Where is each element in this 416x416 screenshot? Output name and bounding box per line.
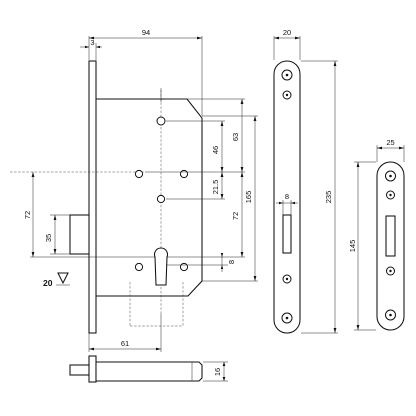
dimension-25-label: 25 xyxy=(386,138,394,147)
hole-lower-left xyxy=(134,262,144,272)
dimension-61: 61 xyxy=(88,314,162,352)
dimension-46: 46 xyxy=(166,120,225,172)
direction-mark: 20 xyxy=(43,272,70,288)
dimension-46-label: 46 xyxy=(211,146,220,154)
dimension-16: 16 xyxy=(203,361,228,382)
side-latch-tongue xyxy=(69,364,90,376)
dimension-94: 94 xyxy=(88,28,203,116)
dimension-3: 3 xyxy=(80,38,102,60)
dimension-3-label: 3 xyxy=(90,38,94,47)
dimension-72-left-label: 72 xyxy=(23,211,32,219)
hole-center xyxy=(156,194,166,204)
dimension-145: 145 xyxy=(348,161,376,331)
faceplate-view xyxy=(273,60,301,334)
faceplate-outline xyxy=(273,60,301,334)
dimension-8-body-label: 8 xyxy=(227,260,236,264)
lock-body-front-view xyxy=(10,60,203,334)
dimension-94-label: 94 xyxy=(142,28,150,37)
dimension-72-inner-label: 72 xyxy=(231,212,240,220)
dimension-21-5: 21.5 xyxy=(166,172,225,200)
side-faceplate xyxy=(88,355,97,383)
strike-plate-view xyxy=(376,161,405,331)
latch-bolt xyxy=(69,214,90,255)
dimension-8-plate-label: 8 xyxy=(285,192,289,201)
dimension-63: 63 xyxy=(145,98,245,173)
dimension-72-inner: 72 xyxy=(167,172,245,258)
dimension-20-label: 20 xyxy=(283,28,291,37)
direction-number: 20 xyxy=(43,278,53,288)
latch-opening xyxy=(282,214,292,254)
dimension-20: 20 xyxy=(273,28,301,60)
dimension-8-plate: 8 xyxy=(276,192,298,215)
dimension-21-5-label: 21.5 xyxy=(211,180,220,195)
dimension-72-left: 72 xyxy=(23,172,155,258)
dimension-235: 235 xyxy=(301,60,338,334)
hole-upper-left xyxy=(134,169,144,179)
dimension-145-label: 145 xyxy=(348,240,357,253)
dimension-63-label: 63 xyxy=(231,133,240,141)
dimension-25: 25 xyxy=(376,138,405,162)
cylinder-keyhole xyxy=(154,247,168,286)
faceplate-strip xyxy=(88,60,97,334)
hole-lower-right xyxy=(179,262,189,272)
dimension-165: 165 xyxy=(202,115,258,282)
dimension-165-label: 165 xyxy=(244,191,253,204)
hole-upper-right xyxy=(179,169,189,179)
dimension-35-label: 35 xyxy=(44,234,53,242)
lock-side-view xyxy=(69,355,203,383)
dimension-16-label: 16 xyxy=(213,368,222,376)
dimension-8-body: 8 xyxy=(166,253,236,272)
top-fixing-hole xyxy=(156,116,166,126)
dimension-235-label: 235 xyxy=(324,191,333,204)
dimension-35: 35 xyxy=(44,214,70,255)
strike-plate-outline xyxy=(376,161,405,331)
dimension-61-label: 61 xyxy=(121,339,129,348)
side-body xyxy=(95,361,203,382)
direction-triangle-icon xyxy=(57,272,69,285)
strike-opening xyxy=(385,215,396,257)
